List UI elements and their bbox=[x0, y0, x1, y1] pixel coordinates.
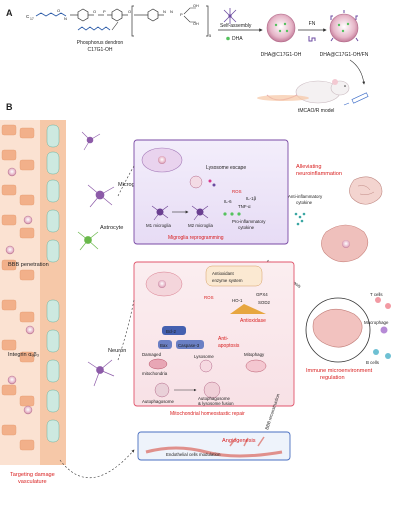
immune-panel bbox=[305, 297, 391, 363]
formula-n1: N bbox=[64, 16, 67, 21]
anti-apoptosis-line2: apoptosis bbox=[218, 343, 240, 349]
cytokine-dots bbox=[294, 212, 306, 226]
damaged-line1: Damaged bbox=[142, 352, 162, 357]
bax-label: Bax bbox=[160, 343, 168, 348]
alleviating-line1: Alleviating bbox=[296, 164, 322, 170]
formula-n2: N bbox=[163, 9, 166, 14]
formula-p2: P bbox=[180, 12, 183, 17]
dha-legend: DHA bbox=[232, 36, 243, 42]
formula-oh2: OH bbox=[193, 22, 199, 26]
ros-label-1: ROS bbox=[232, 189, 242, 194]
antioxidase-label: Antioxidase bbox=[240, 318, 266, 324]
autophagosome-label: Autophagosome bbox=[142, 399, 175, 404]
blood-vessel bbox=[0, 120, 66, 465]
panel-b-label: B bbox=[6, 102, 13, 112]
macrophage-label: Macrophage bbox=[364, 320, 389, 325]
tnfa-label: TNF-α bbox=[238, 204, 251, 209]
mito-box-title: Mitochondrial homeostastic repair bbox=[170, 411, 245, 417]
antioxidant-enzyme-line1: Antioxidant bbox=[212, 271, 235, 276]
targeting-arrow bbox=[59, 449, 135, 479]
dendron-structure: C 17 O N O P O 5 N N P OH OH bbox=[26, 4, 212, 38]
glia-illustrations bbox=[77, 131, 115, 387]
integrin-label: Integrin αₔβ₃ bbox=[8, 352, 39, 358]
angiogenesis-box bbox=[137, 431, 291, 461]
microglia-label: Microglia bbox=[118, 182, 141, 188]
targeting-line2: vasculature bbox=[18, 479, 47, 485]
bcl2-label: Bcl-2 bbox=[166, 329, 177, 334]
mitochondria-box bbox=[133, 261, 295, 407]
fn-label: FN bbox=[309, 21, 316, 27]
nanoparticle-dha bbox=[266, 13, 296, 43]
formula-17: 17 bbox=[30, 17, 34, 21]
neuron-label: Neuron bbox=[108, 348, 126, 354]
endothelial-label: Endothelial cells modulation bbox=[166, 452, 221, 457]
panel-a-label: A bbox=[6, 8, 13, 18]
microglia-zoom-arrow bbox=[117, 165, 135, 197]
mouse-illustration bbox=[257, 79, 350, 104]
formula-o: O bbox=[57, 8, 60, 13]
self-assembly-label: Self-assembly bbox=[220, 23, 252, 29]
formula-p1: P bbox=[103, 9, 106, 14]
astrocyte-label: Astrocyte bbox=[100, 225, 123, 231]
alleviating-line2: neuroinflammation bbox=[296, 171, 342, 177]
brain-icon-small bbox=[349, 176, 383, 205]
neuron-zoom-arrow bbox=[117, 299, 135, 361]
model-label: tMCAO/R model bbox=[298, 108, 334, 114]
targeting-line1: Targeting damage bbox=[10, 472, 55, 478]
formula-c: C bbox=[26, 14, 30, 19]
syringe-icon bbox=[343, 92, 369, 106]
microglia-box-title: Migroglia reprogramming bbox=[168, 235, 224, 241]
lysosome-label: Lysosome bbox=[194, 354, 214, 359]
dendron-name: Phosphorus dendron bbox=[77, 40, 124, 46]
pro-inflammatory-label: Pro-inflammatory bbox=[232, 219, 266, 224]
brain-icon-tissue bbox=[321, 224, 369, 263]
subscript-5: 5 bbox=[209, 33, 212, 38]
formula-oh1: OH bbox=[193, 4, 199, 8]
cytokine-label: cytokine bbox=[238, 225, 255, 230]
angiogenesis-label: Angiogenesis bbox=[222, 438, 256, 444]
antioxidant-enzyme-line2: enzyme system bbox=[212, 278, 243, 283]
to-mouse-arrow bbox=[349, 59, 366, 85]
np2-label: DHA@C17G1-OH/FN bbox=[320, 52, 369, 58]
m2-label: M2 microglia bbox=[188, 223, 213, 228]
damaged-line2: mitochondria bbox=[142, 371, 168, 376]
nanoparticle-fn bbox=[329, 10, 359, 43]
ros-label-2: ROS bbox=[204, 295, 214, 300]
formula-o2: O bbox=[93, 9, 96, 14]
bbb-penetration-label: BBB penetration bbox=[8, 262, 49, 268]
lysosome-escape-label: Lysosome escape bbox=[206, 165, 246, 171]
sod2-label: SOD2 bbox=[258, 300, 271, 305]
dendron-icon bbox=[223, 8, 237, 24]
dha-legend-dot bbox=[226, 36, 230, 41]
ho1-label: HO-1 bbox=[232, 298, 243, 303]
np1-label: DHA@C17G1-OH bbox=[261, 52, 302, 58]
anti-inflammatory-line2: cytokine bbox=[296, 200, 313, 205]
il1b-label: IL-1β bbox=[246, 196, 257, 201]
microglia-box bbox=[133, 139, 289, 245]
formula-o3: O bbox=[128, 9, 131, 14]
gpx4-label: GPX4 bbox=[256, 292, 268, 297]
dendron-code: C17G1-OH bbox=[87, 47, 112, 53]
anti-apoptosis-line1: Anti- bbox=[218, 336, 229, 342]
caspase-label: Caspase-3 bbox=[178, 343, 200, 348]
immune-title-line2: regulation bbox=[320, 375, 345, 381]
fn-icon bbox=[308, 36, 316, 42]
m1-label: M1 microglia bbox=[146, 223, 171, 228]
fusion-line1: Autophagosome bbox=[198, 396, 231, 401]
immune-title-line1: Immune microenvironment bbox=[306, 368, 373, 374]
t-cells-label: T cells bbox=[370, 292, 383, 297]
mitophagy-label: Mitophagy bbox=[244, 352, 265, 357]
il6-label: IL-6 bbox=[224, 199, 232, 204]
b-cells-label: B cells bbox=[366, 360, 380, 365]
fusion-line2: & lysosome fusion bbox=[198, 401, 234, 406]
anti-inflammatory-line1: Anti-inflammatory bbox=[288, 194, 323, 199]
formula-n3: N bbox=[170, 9, 173, 14]
